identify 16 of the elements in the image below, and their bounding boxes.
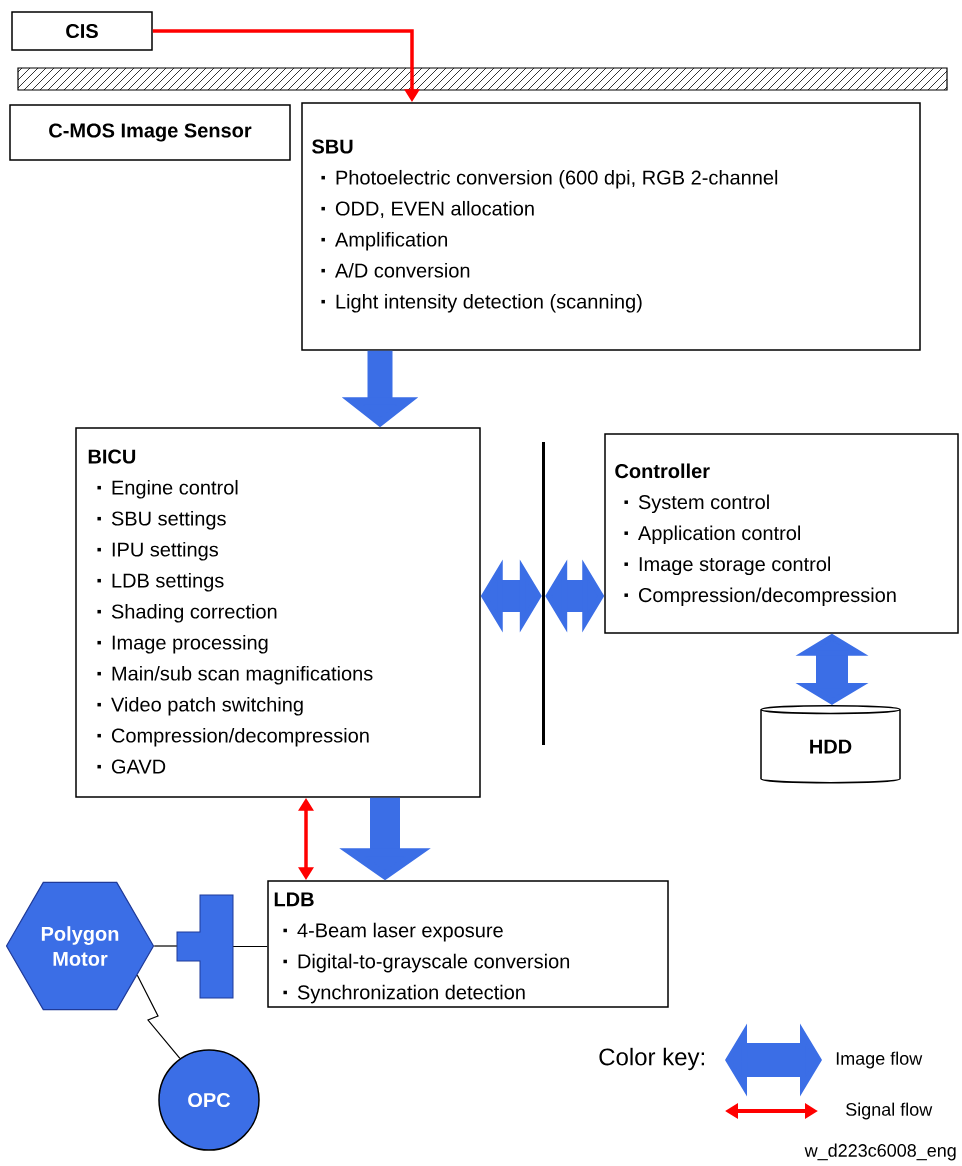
mirror-shape xyxy=(176,894,234,999)
disk-cylinder: HDD xyxy=(760,704,901,784)
label-box: CIS xyxy=(11,11,153,51)
key-heading: Color key: xyxy=(599,1047,704,1071)
connector-line xyxy=(232,945,268,948)
block-box: LDB 4-Beam laser exposure Digital-to-grayscale conversion Synchronization detection xyxy=(267,880,669,1008)
motor-hexagon: Polygon Motor xyxy=(5,881,155,1011)
legend-text: Signal flow xyxy=(846,1102,933,1120)
block-box: BICU Engine control SBU settings IPU settings LDB settings Shading correction Image processing Main/sub scan magnifications Video patch switching Compression/decompression GAVD xyxy=(75,427,481,798)
connector-line xyxy=(153,945,178,947)
figure-code: w_d223c6008_eng xyxy=(804,1143,956,1161)
block-box: Controller System control Application control Image storage control Compression/decompression xyxy=(604,433,959,634)
block-box: SBU Photoelectric conversion (600 dpi, RGB 2-channel ODD, EVEN allocation Amplification A/D conversion Light intensity detection (scanning) xyxy=(301,102,921,351)
legend-text: Image flow xyxy=(836,1051,923,1069)
label-box: C-MOS Image Sensor xyxy=(9,104,291,161)
connector-line xyxy=(136,974,181,1060)
